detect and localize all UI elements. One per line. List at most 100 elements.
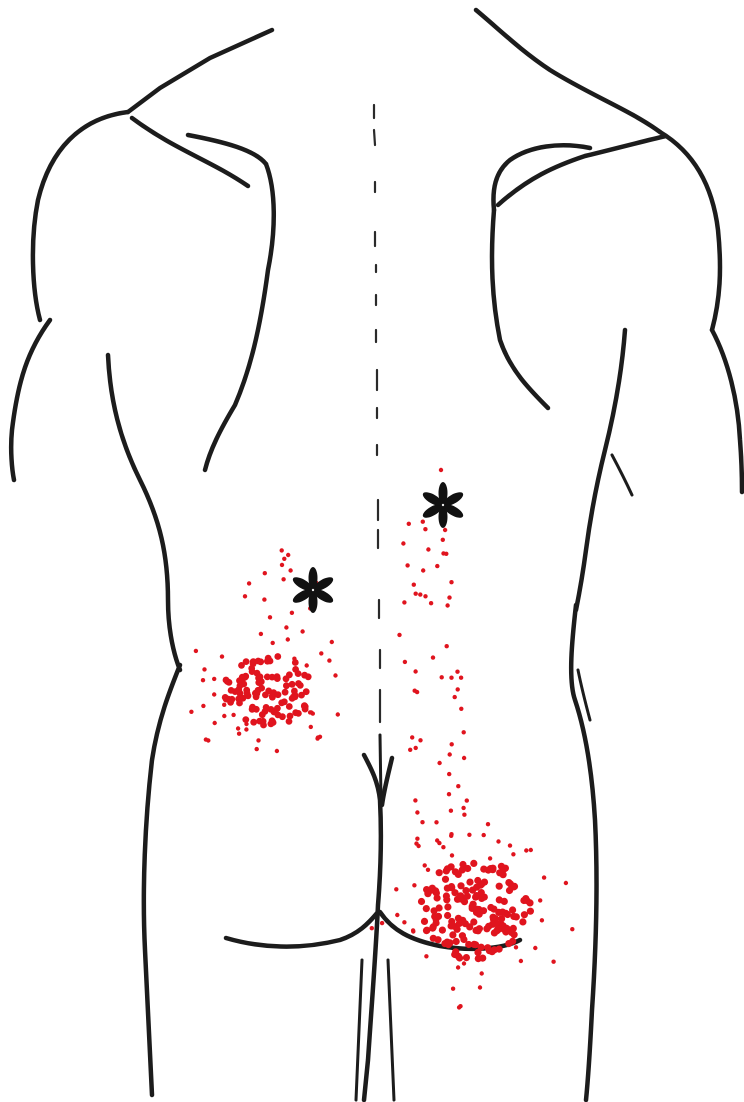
referral-dot xyxy=(448,863,455,870)
referral-dot xyxy=(449,809,453,813)
referral-dot xyxy=(236,726,240,730)
referral-dot xyxy=(244,722,248,726)
referral-dot xyxy=(408,748,412,752)
referral-dot xyxy=(223,677,230,684)
referral-dot xyxy=(465,941,472,948)
referral-dot xyxy=(415,837,419,841)
left-hip-line xyxy=(144,665,180,1095)
referral-dot xyxy=(448,883,455,890)
referral-dot xyxy=(413,689,417,693)
referral-dot xyxy=(255,747,259,751)
referral-dot xyxy=(316,735,320,739)
referral-dot xyxy=(247,581,251,585)
referral-dot xyxy=(395,913,399,917)
referral-dot xyxy=(436,904,443,911)
referral-dot xyxy=(501,898,508,905)
referral-dot xyxy=(456,784,460,788)
referral-dot xyxy=(488,856,492,860)
referral-dot xyxy=(457,892,464,899)
referral-dot xyxy=(292,657,296,661)
referral-dot xyxy=(262,692,269,699)
right-buttock-zone xyxy=(370,468,575,1010)
referral-dot xyxy=(418,898,425,905)
referral-dot xyxy=(380,921,384,925)
referral-dot xyxy=(274,705,281,712)
referral-dot xyxy=(451,951,458,958)
referral-dot xyxy=(533,946,537,950)
referral-dot xyxy=(410,735,414,739)
referral-dot xyxy=(441,845,445,849)
left-deltoid-line xyxy=(132,118,248,186)
referral-dot xyxy=(461,806,465,810)
referral-dot xyxy=(423,905,430,912)
referral-dot xyxy=(491,946,498,953)
referral-dot xyxy=(444,939,451,946)
body-outline xyxy=(11,10,742,1100)
referral-dot xyxy=(453,695,457,699)
referral-dot xyxy=(238,662,245,669)
referral-dot xyxy=(564,881,568,885)
trigger-point-right xyxy=(421,482,465,528)
referral-dot xyxy=(274,653,281,660)
referral-dot xyxy=(275,691,282,698)
referral-dot xyxy=(455,871,462,878)
referral-dot xyxy=(439,468,443,472)
referral-dot xyxy=(424,954,428,958)
referral-dot xyxy=(412,883,416,887)
referral-dot xyxy=(407,522,411,526)
referral-dot xyxy=(431,655,435,659)
referral-dot xyxy=(336,712,340,716)
referral-dot xyxy=(414,592,418,596)
referral-dot xyxy=(442,876,449,883)
referral-dot xyxy=(268,615,272,619)
referral-dot xyxy=(240,695,247,702)
referral-dot xyxy=(449,832,453,836)
referral-dot xyxy=(402,600,406,604)
referral-dot xyxy=(444,912,451,919)
referral-dot xyxy=(451,987,455,991)
referral-dot xyxy=(286,703,293,710)
referral-dot xyxy=(290,611,294,615)
referral-dot xyxy=(448,752,452,756)
referral-dot xyxy=(280,548,284,552)
referral-dot xyxy=(275,749,279,753)
referral-dot xyxy=(394,887,398,891)
referral-dot xyxy=(283,682,290,689)
referral-dot xyxy=(542,875,546,879)
referral-dot xyxy=(222,694,229,701)
referral-dot xyxy=(447,772,451,776)
referral-dot xyxy=(271,641,275,645)
referral-dot xyxy=(470,860,477,867)
referral-dot xyxy=(319,651,323,655)
referral-dot xyxy=(194,649,198,653)
referral-dot xyxy=(463,954,470,961)
referral-dot xyxy=(505,940,512,947)
referral-dot xyxy=(445,644,449,648)
referral-dot xyxy=(511,883,518,890)
referral-dot xyxy=(249,668,256,675)
referral-dot xyxy=(487,904,494,911)
referral-dot xyxy=(464,893,471,900)
referral-dot xyxy=(448,922,455,929)
right-hip-line xyxy=(571,605,596,1100)
referral-dot xyxy=(510,931,517,938)
referral-dot xyxy=(437,761,441,765)
tailbone-line xyxy=(380,735,381,800)
referral-dot xyxy=(511,852,515,856)
referral-dot xyxy=(282,557,286,561)
referral-dot xyxy=(228,687,235,694)
referral-dot xyxy=(540,918,544,922)
referral-dot xyxy=(445,603,449,607)
referral-dot xyxy=(440,675,444,679)
referral-dot xyxy=(414,746,418,750)
referral-dot xyxy=(281,577,285,581)
referral-dot xyxy=(459,707,463,711)
referral-dot xyxy=(411,929,415,933)
referral-dot xyxy=(519,918,526,925)
right-torso-side-line xyxy=(576,330,625,610)
referral-dot xyxy=(466,923,473,930)
referral-dot xyxy=(405,563,409,567)
referral-dot xyxy=(269,717,276,724)
referral-dot xyxy=(220,654,224,658)
referral-dot xyxy=(415,810,419,814)
